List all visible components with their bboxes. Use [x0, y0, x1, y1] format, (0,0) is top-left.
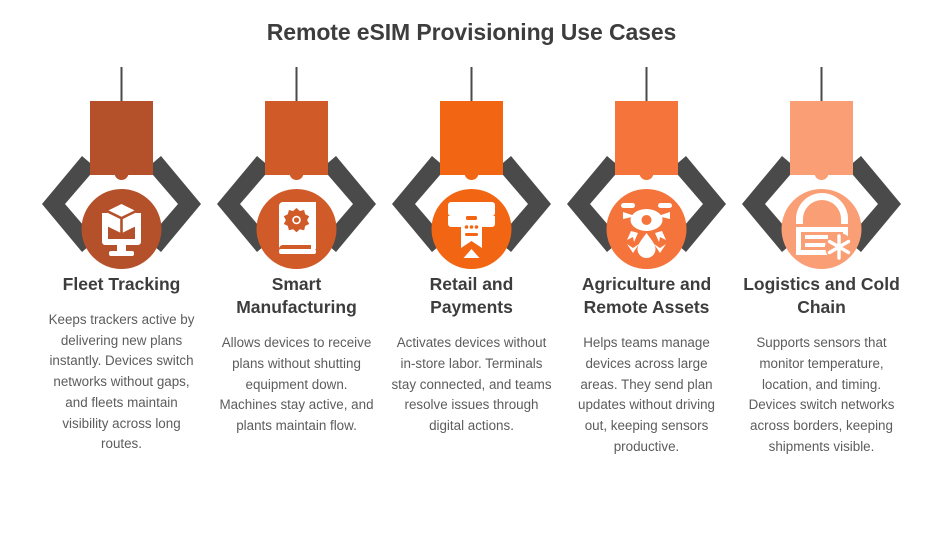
use-case-column-smart-manufacturing: Smart Manufacturing Allows devices to re… [209, 63, 384, 437]
robot-body [90, 100, 153, 175]
robot-body [265, 100, 328, 175]
card-body-text: Supports sensors that monitor temperatur… [748, 335, 895, 454]
robot-gripper-illustration-5 [734, 63, 909, 271]
card-body-text: Allows devices to receive plans without … [219, 335, 374, 434]
card-heading: Smart Manufacturing [236, 273, 357, 317]
use-case-columns: Fleet Tracking Keeps trackers active by … [0, 63, 943, 458]
robot-body [790, 100, 853, 175]
receipt-printer-terminal-icon [448, 201, 495, 258]
robot-gripper-illustration-4 [559, 63, 734, 271]
use-case-column-cold-chain: Logistics and Cold Chain Supports sensor… [734, 63, 909, 458]
use-case-column-fleet-tracking: Fleet Tracking Keeps trackers active by … [34, 63, 209, 456]
card-heading: Fleet Tracking [62, 273, 181, 294]
crop-sprayer-drone-icon [621, 202, 672, 258]
package-on-monitor-icon [102, 203, 141, 256]
robot-gripper-illustration-3 [384, 63, 559, 271]
robot-body [440, 100, 503, 175]
robot-gripper-illustration-2 [209, 63, 384, 271]
use-case-column-agriculture: Agriculture and Remote Assets Helps team… [559, 63, 734, 458]
card-body-text: Activates devices without in-store labor… [391, 335, 552, 434]
cold-warehouse-snowflake-icon [796, 192, 853, 261]
robot-body [615, 100, 678, 175]
card-body-text: Helps teams manage devices across large … [578, 335, 715, 454]
card-heading: Logistics and Cold Chain [743, 273, 900, 317]
page-title: Remote eSIM Provisioning Use Cases [266, 19, 677, 45]
robot-gripper-illustration-1 [34, 63, 209, 271]
card-heading: Agriculture and Remote Assets [581, 273, 712, 317]
card-heading: Retail and Payments [429, 273, 514, 317]
card-body-text: Keeps trackers active by delivering new … [48, 311, 195, 452]
icon-circle-badge [81, 188, 162, 269]
use-case-column-retail-payments: Retail and Payments Activates devices wi… [384, 63, 559, 437]
gear-manual-book-icon [279, 201, 316, 254]
